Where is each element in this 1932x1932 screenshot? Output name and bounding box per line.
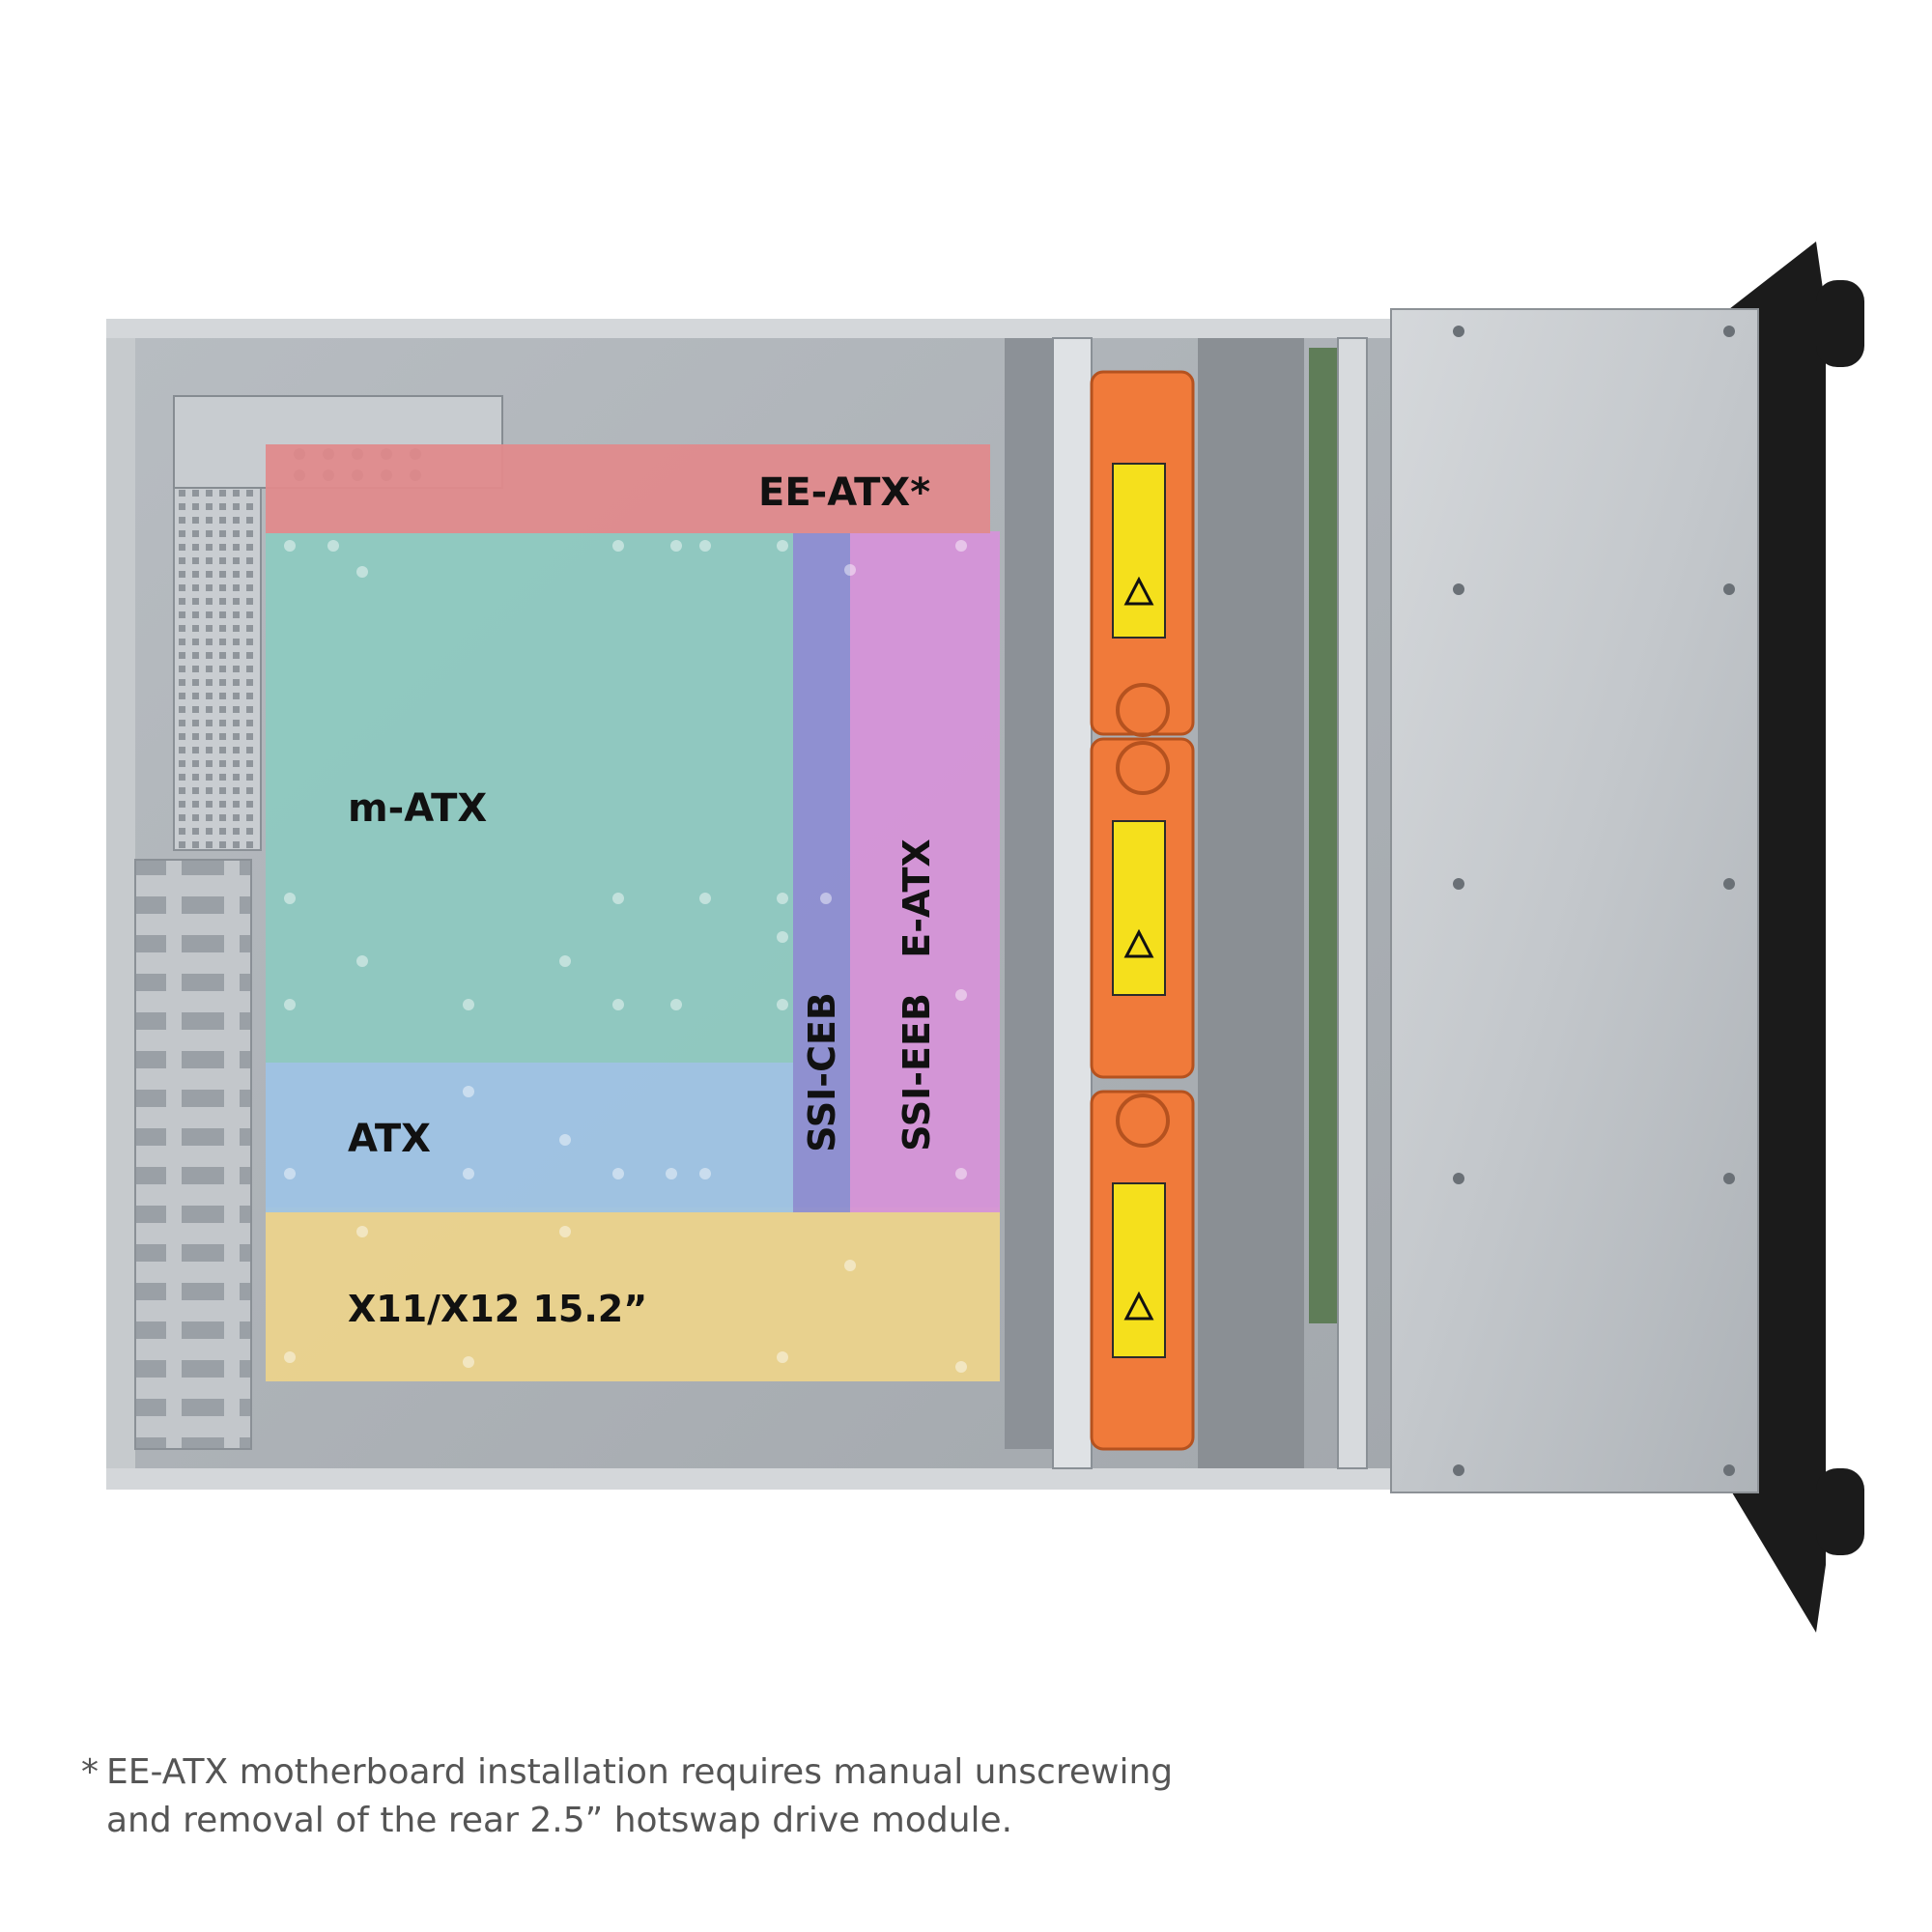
- label-ssi-ceb: SSI-CEB: [801, 992, 843, 1152]
- zone-ee-atx: [266, 444, 990, 533]
- footnote: *EE-ATX motherboard installation require…: [81, 1748, 1362, 1845]
- handle-top-icon: [1816, 280, 1864, 367]
- fan-warning-label: [1112, 820, 1166, 996]
- fan-thumb-ring: [1116, 741, 1170, 795]
- fan-warning-label: [1112, 1182, 1166, 1358]
- chassis-bottom-rim: [106, 1468, 1391, 1490]
- fan-modules: [1090, 370, 1195, 1451]
- zone-m-atx: [266, 533, 793, 1063]
- warning-triangle-icon: [1123, 1291, 1154, 1321]
- label-m-atx: m-ATX: [348, 786, 487, 831]
- expansion-slot-bracket: [134, 859, 252, 1450]
- motherboard-zones: [266, 444, 1000, 1381]
- left-wall: [106, 338, 135, 1468]
- zone-atx: [266, 1063, 793, 1212]
- backplane-rail: [1337, 337, 1368, 1469]
- fan-module-1: [1090, 370, 1195, 737]
- footnote-line-1: *EE-ATX motherboard installation require…: [81, 1748, 1362, 1797]
- label-ssi-eeb: SSI-EEB: [895, 993, 938, 1151]
- fan-module-3: [1090, 1090, 1195, 1451]
- zone-labels: EE-ATX* m-ATX ATX X11/X12 15.2” SSI-CEB …: [348, 470, 938, 1330]
- backplane-bay: [1198, 338, 1304, 1468]
- drive-bay-lid: [1390, 242, 1864, 1633]
- fan-thumb-ring: [1116, 1094, 1170, 1148]
- fan-bracket-rail: [1052, 337, 1093, 1469]
- footnote-marker: *: [81, 1752, 99, 1792]
- standoff-holes: [284, 540, 967, 1373]
- label-atx: ATX: [348, 1117, 431, 1161]
- zone-ssi-eeb-e-atx: [850, 531, 1000, 1212]
- fan-thumb-ring: [1116, 683, 1170, 737]
- chassis-top-rim: [106, 319, 1391, 338]
- footnote-text-1: EE-ATX motherboard installation requires…: [106, 1752, 1174, 1792]
- label-x11-x12: X11/X12 15.2”: [348, 1288, 647, 1330]
- label-e-atx: E-ATX: [895, 838, 938, 957]
- warning-triangle-icon: [1123, 576, 1154, 606]
- handle-bottom-icon: [1816, 1468, 1864, 1555]
- label-ee-atx: EE-ATX*: [758, 470, 930, 515]
- rear-vent-panel: [173, 434, 262, 851]
- warning-triangle-icon: [1123, 928, 1154, 958]
- zone-x11-x12: [266, 1208, 1000, 1381]
- fan-warning-label: [1112, 463, 1166, 639]
- cover-screw-holes: [1453, 326, 1735, 1476]
- zone-ssi-ceb: [793, 533, 850, 1212]
- backplane-pcb: [1309, 348, 1338, 1323]
- fan-module-2: [1090, 737, 1195, 1079]
- footnote-line-2: and removal of the rear 2.5” hotswap dri…: [106, 1801, 1013, 1840]
- drive-bay-cover: [1390, 308, 1759, 1493]
